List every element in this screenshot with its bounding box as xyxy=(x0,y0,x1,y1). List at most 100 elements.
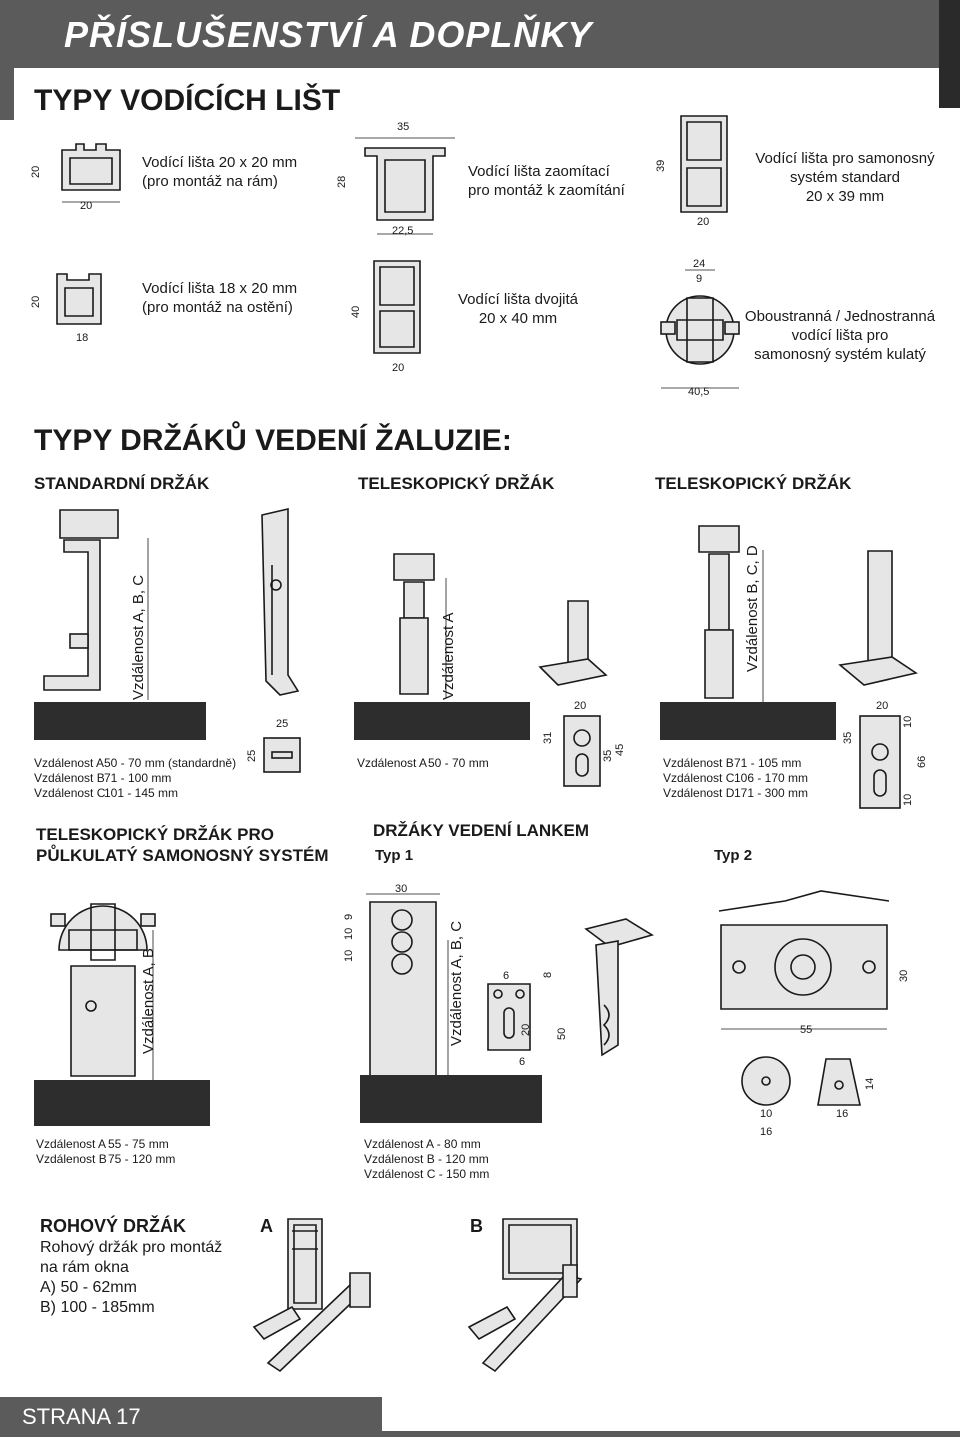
halfround-vlabel: Vzdálenost A, B xyxy=(140,948,157,1054)
rail3-dim-height: 39 xyxy=(655,159,667,172)
rail1-dim-height: 20 xyxy=(30,165,42,178)
cable-type1-iso xyxy=(584,918,654,1057)
tele2-plate-dim-w: 20 xyxy=(876,700,889,712)
halfround-row-b-value: 75 - 120 mm xyxy=(108,1152,176,1166)
cable2-dim-14: 14 xyxy=(864,1077,876,1090)
tele1-row-a-value: 50 - 70 mm xyxy=(428,756,489,770)
header-accent xyxy=(0,68,14,120)
cable-vlabel: Vzdálenost A, B, C xyxy=(448,920,465,1046)
standard-holder-drawing xyxy=(43,509,149,700)
rail2-label-line1: Vodící lišta zaomítací xyxy=(468,163,610,180)
rail-plaster-drawing xyxy=(355,137,455,235)
rail2-label-line2: pro montáž k zaomítání xyxy=(468,182,625,199)
corner-holder-a-drawing xyxy=(252,1218,371,1373)
cable1-dim-10b: 10 xyxy=(343,927,355,940)
corner-label-a: A xyxy=(260,1216,273,1236)
tele2-plate xyxy=(859,715,901,809)
corner-line1: Rohový držák pro montáž xyxy=(40,1239,223,1256)
standard-holder-title: STANDARDNÍ DRŽÁK xyxy=(34,474,210,493)
rail-20x20-drawing xyxy=(61,143,121,203)
standard-row-b-label: Vzdálenost B xyxy=(34,771,105,785)
standard-row-a-value: 50 - 70 mm (standardně) xyxy=(104,756,237,770)
rail-selfsupport-drawing xyxy=(680,115,728,213)
rail-round-drawing xyxy=(660,269,740,389)
tele1-holder-drawing xyxy=(393,553,447,698)
standard-row-b-value: 71 - 100 mm xyxy=(104,771,172,785)
page-number: STRANA 17 xyxy=(22,1404,141,1429)
corner-line4: B) 100 - 185mm xyxy=(40,1299,155,1316)
cable-row-c: Vzdálenost C - 150 mm xyxy=(364,1167,490,1181)
right-edge-bar xyxy=(939,0,960,108)
cable1-dim-50: 50 xyxy=(556,1027,568,1040)
rail4-label-line2: (pro montáž na ostění) xyxy=(142,299,293,316)
tele1-plate-dim-35: 35 xyxy=(602,749,614,762)
halfround-row-b-label: Vzdálenost B xyxy=(36,1152,107,1166)
tele2-row-c-label: Vzdálenost C xyxy=(663,771,735,785)
cable1-dim-6a: 6 xyxy=(503,970,510,982)
cable1-dim-10a: 10 xyxy=(343,949,355,962)
standard-row-a-label: Vzdálenost A xyxy=(34,756,105,770)
tele1-plate-dim-w: 20 xyxy=(574,700,587,712)
standard-plate xyxy=(263,737,301,773)
tele1-vlabel: Vzdálenost A xyxy=(440,612,457,700)
rail6-label-line2: vodící lišta pro xyxy=(791,327,889,344)
tele1-plate-dim-45: 45 xyxy=(614,743,626,756)
tele2-holder-drawing xyxy=(698,525,764,702)
rail6-label-line3: samonosný systém kulatý xyxy=(754,346,926,363)
rail1-label-line1: Vodící lišta 20 x 20 mm xyxy=(142,154,298,171)
rail5-label-line1: Vodící lišta dvojitá xyxy=(457,291,579,308)
rail-18x20-drawing xyxy=(56,273,102,325)
tele1-holder-iso xyxy=(538,600,608,686)
cable-type1-drawing xyxy=(366,893,531,1077)
cable-title: DRŽÁKY VEDENÍ LANKEM xyxy=(373,821,589,840)
tele1-row-a-label: Vzdálenost A xyxy=(357,756,428,770)
cable1-dim-20: 20 xyxy=(520,1023,532,1036)
rail-double-drawing xyxy=(373,260,421,354)
holders-section-title: TYPY DRŽÁKŮ VEDENÍ ŽALUZIE: xyxy=(34,424,512,457)
tele2-row-d-value: 171 - 300 mm xyxy=(734,786,809,800)
halfround-row-a-value: 55 - 75 mm xyxy=(108,1137,169,1151)
cable2-dim-16b: 16 xyxy=(760,1126,773,1138)
tele2-holder-title: TELESKOPICKÝ DRŽÁK xyxy=(655,474,852,493)
halfround-title-line1: TELESKOPICKÝ DRŽÁK PRO xyxy=(36,825,275,844)
corner-line3: A) 50 - 62mm xyxy=(40,1279,137,1296)
rail1-dim-width: 20 xyxy=(80,200,93,212)
rails-section-title: TYPY VODÍCÍCH LIŠT xyxy=(34,84,341,117)
rail6-dim-9: 9 xyxy=(696,273,703,285)
tele1-plate-dim-31: 31 xyxy=(542,731,554,744)
corner-label-b: B xyxy=(470,1216,483,1236)
tele2-plate-dim-10b: 10 xyxy=(902,793,914,806)
tele1-plate xyxy=(563,715,601,787)
cable2-dim-16a: 16 xyxy=(836,1108,849,1120)
tele2-plate-dim-10a: 10 xyxy=(902,715,914,728)
cable-type2-drawing xyxy=(718,890,890,1030)
tele2-row-b-value: 71 - 105 mm xyxy=(734,756,802,770)
cable1-dim-30: 30 xyxy=(395,883,408,895)
standard-holder-iso xyxy=(261,507,300,696)
rail3-label-line3: 20 x 39 mm xyxy=(805,188,885,205)
rail3-label-line2: systém standard xyxy=(789,169,901,186)
cable2-dim-30: 30 xyxy=(898,969,910,982)
standard-row-c-label: Vzdálenost C xyxy=(34,786,106,800)
standard-vlabel: Vzdálenost A, B, C xyxy=(130,574,147,700)
corner-line2: na rám okna xyxy=(40,1259,129,1276)
tele2-vlabel: Vzdálenost B, C, D xyxy=(744,545,761,672)
cable1-dim-6b: 6 xyxy=(519,1056,526,1068)
rail1-label-line2: (pro montáž na rám) xyxy=(142,173,278,190)
standard-plate-dim-w: 25 xyxy=(276,718,289,730)
ground-standard xyxy=(34,702,206,740)
rail3-dim-width: 20 xyxy=(697,216,710,228)
rail4-dim-height: 20 xyxy=(30,295,42,308)
tele2-plate-dim-35: 35 xyxy=(842,731,854,744)
page-title: PŘÍSLUŠENSTVÍ A DOPLŇKY xyxy=(64,14,593,55)
ground-tele1 xyxy=(354,702,530,740)
rail4-dim-width: 18 xyxy=(76,332,89,344)
corner-title: ROHOVÝ DRŽÁK xyxy=(40,1216,187,1236)
halfround-title-line2: PŮLKULATÝ SAMONOSNÝ SYSTÉM xyxy=(36,846,329,865)
cable-row-a: Vzdálenost A - 80 mm xyxy=(364,1137,481,1151)
tele2-row-d-label: Vzdálenost D xyxy=(663,786,735,800)
cable-type1-label: Typ 1 xyxy=(375,847,414,864)
tele2-plate-dim-66: 66 xyxy=(916,755,928,768)
halfround-holder-drawing xyxy=(50,903,156,1080)
tele1-holder-title: TELESKOPICKÝ DRŽÁK xyxy=(358,474,555,493)
